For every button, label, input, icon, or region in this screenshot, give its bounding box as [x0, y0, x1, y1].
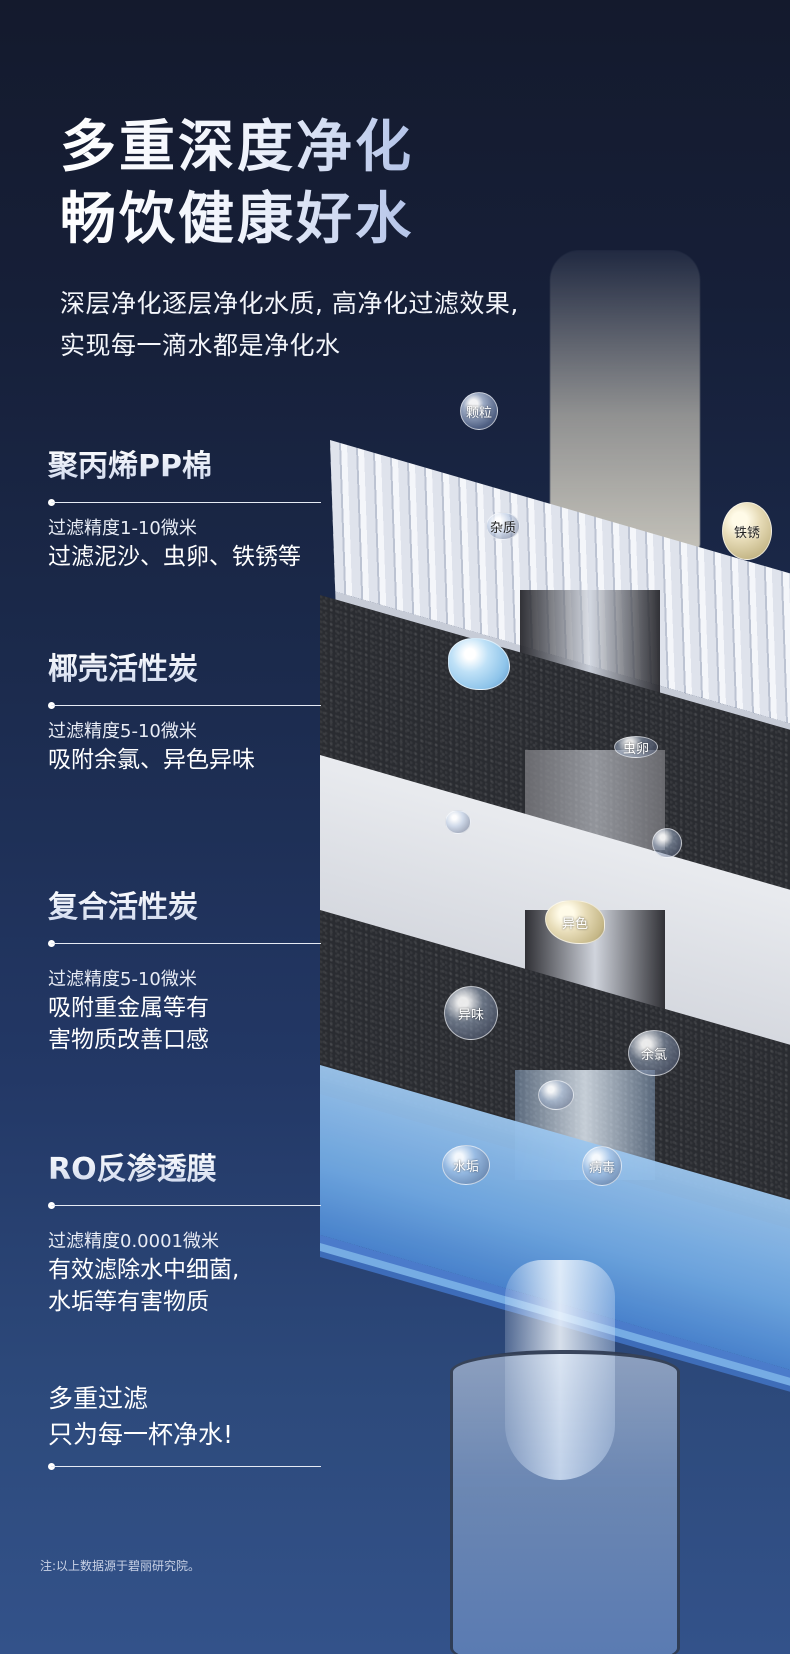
small-water-droplet	[445, 810, 471, 834]
contaminant-bubble-eggs: 虫卵	[614, 736, 658, 758]
footnote: 注:以上数据源于碧丽研究院。	[40, 1559, 201, 1573]
contaminant-bubble-residual-chlorine: 余氯	[628, 1030, 680, 1076]
layer-composite-carbon: 复合活性炭 过滤精度5-10微米 吸附重金属等有 害物质改善口感	[48, 888, 321, 1056]
contaminant-bubble-impurities: 杂质	[486, 512, 520, 540]
layer-title: 椰壳活性炭	[48, 650, 320, 690]
layer-spec: 过滤精度5-10微米	[48, 721, 197, 742]
divider	[48, 940, 321, 947]
layer-spec: 过滤精度5-10微米	[48, 969, 197, 990]
layer-title: RO反渗透膜	[48, 1150, 320, 1190]
divider	[48, 702, 321, 709]
closing-line-1: 多重过滤	[48, 1384, 149, 1413]
contaminant-bubble-odor: 异味	[444, 986, 498, 1040]
subheadline: 深层净化逐层净化水质, 高净化过滤效果, 实现每一滴水都是净化水	[60, 283, 519, 367]
contaminant-bubble-particles: 颗粒	[460, 392, 498, 430]
layer-desc: 害物质改善口感	[48, 1027, 209, 1053]
contaminant-bubble-virus: 病毒	[582, 1146, 622, 1186]
divider	[48, 1202, 321, 1209]
small-water-droplet	[652, 828, 682, 858]
closing-line-2: 只为每一杯净水!	[48, 1420, 234, 1449]
layer-desc: 有效滤除水中细菌,	[48, 1257, 240, 1283]
subheadline-line-1: 深层净化逐层净化水质, 高净化过滤效果,	[60, 289, 519, 318]
layer-coconut-carbon: 椰壳活性炭 过滤精度5-10微米 吸附余氯、异色异味	[48, 650, 321, 776]
layer-pp-cotton: 聚丙烯PP棉 过滤精度1-10微米 过滤泥沙、虫卵、铁锈等	[48, 447, 321, 573]
divider	[48, 499, 321, 506]
layer-spec: 过滤精度1-10微米	[48, 518, 197, 539]
layer-desc: 吸附重金属等有	[48, 995, 209, 1021]
contaminant-ice-crystal	[448, 638, 510, 690]
divider	[48, 1463, 321, 1470]
contaminant-bubble-rust: 铁锈	[722, 502, 772, 560]
headline-line-1: 多重深度净化	[60, 115, 414, 180]
layer-ro-membrane: RO反渗透膜 过滤精度0.0001微米 有效滤除水中细菌, 水垢等有害物质	[48, 1150, 321, 1318]
layer-spec: 过滤精度0.0001微米	[48, 1231, 219, 1252]
closing-slogan: 多重过滤 只为每一杯净水!	[48, 1381, 321, 1481]
layer-desc: 吸附余氯、异色异味	[48, 747, 255, 773]
contaminant-bubble-discoloration: 异色	[545, 900, 605, 944]
layer-title: 复合活性炭	[48, 888, 320, 928]
contaminant-bubble-scale: 水垢	[442, 1145, 490, 1185]
water-glass	[450, 1350, 680, 1654]
subheadline-line-2: 实现每一滴水都是净化水	[60, 331, 341, 360]
headline: 多重深度净化 畅饮健康好水	[60, 112, 414, 256]
layer-desc: 过滤泥沙、虫卵、铁锈等	[48, 544, 301, 570]
small-water-droplet	[538, 1080, 574, 1110]
headline-line-2: 畅饮健康好水	[60, 187, 414, 252]
layer-title: 聚丙烯PP棉	[48, 447, 320, 487]
water-stream-top	[550, 250, 700, 550]
layer-desc: 水垢等有害物质	[48, 1289, 209, 1315]
filter-layers-illustration: 颗粒 杂质 铁锈 虫卵 异色 异味 余氯 水垢 病毒	[320, 250, 790, 1654]
